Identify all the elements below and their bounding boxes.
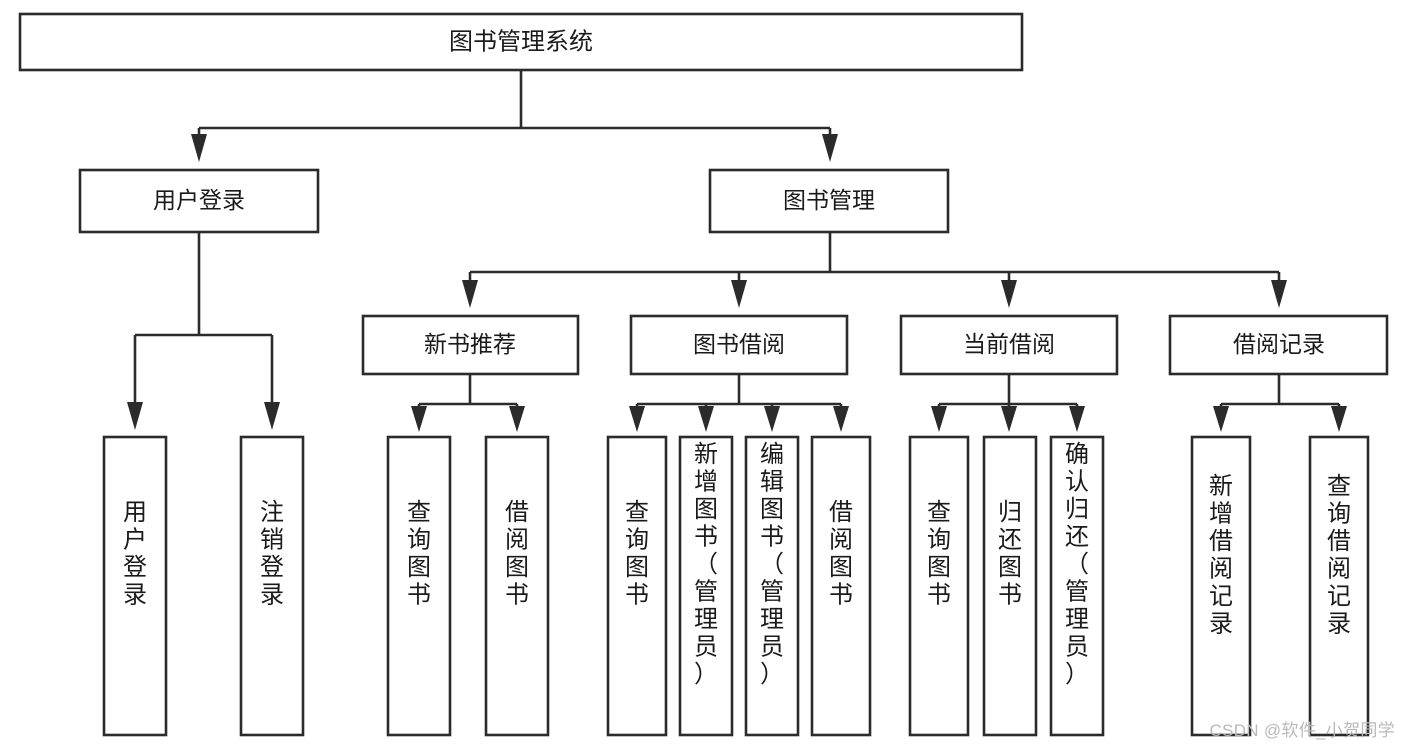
node-current-borrow[interactable]: 当前借阅	[899, 314, 1119, 376]
node-leaf-query-book-3-box[interactable]	[908, 435, 970, 737]
node-root[interactable]: 图书管理系统	[18, 12, 1024, 72]
csdn-watermark: CSDN @软件_小贺同学	[1209, 721, 1395, 740]
node-book-borrow-label: 图书借阅	[693, 331, 785, 357]
node-leaf-add-book-box[interactable]	[678, 435, 734, 737]
node-leaf-return-book-box[interactable]	[982, 435, 1038, 737]
arrow-icon-book-borrow-1	[629, 406, 645, 432]
node-user-login-label: 用户登录	[153, 187, 245, 213]
node-leaf-query-book-3[interactable]: 查询图书	[908, 435, 970, 737]
node-leaf-borrow-book-1-box[interactable]	[484, 435, 550, 737]
node-leaf-user-logout[interactable]: 注销登录	[239, 435, 305, 737]
node-root-box[interactable]	[18, 12, 1024, 72]
arrow-icon-book-manage-1	[462, 280, 478, 308]
node-leaf-confirm-return[interactable]: 确认归还（管理员）	[1049, 435, 1105, 737]
node-leaf-query-book-2-box[interactable]	[606, 435, 668, 737]
node-borrow-record-box[interactable]	[1168, 314, 1389, 376]
node-leaf-borrow-book-1-label: 借阅图书	[505, 499, 529, 609]
node-leaf-add-record-label: 新增借阅记录	[1209, 473, 1233, 638]
arrow-icon-user-login-1	[127, 402, 143, 430]
node-leaf-user-login-box[interactable]	[102, 435, 168, 737]
arrow-icon-current-borrow-3	[1069, 406, 1085, 432]
node-new-book-rec-box[interactable]	[361, 314, 580, 376]
leaf-nodes-group: 用户登录 注销登录 查询图书 借阅图书 查询图书 新增图书（管理员） 编辑图书（…	[102, 435, 1370, 737]
arrow-icon-book-manage-4	[1271, 280, 1287, 308]
node-leaf-return-book-label: 归还图书	[998, 499, 1022, 609]
node-book-manage[interactable]: 图书管理	[708, 168, 950, 234]
node-leaf-borrow-book-2[interactable]: 借阅图书	[810, 435, 872, 737]
node-leaf-query-book-2[interactable]: 查询图书	[606, 435, 668, 737]
node-leaf-edit-book-label: 编辑图书（管理员）	[760, 441, 784, 688]
arrow-icon-book-borrow-2	[698, 406, 714, 432]
arrow-icon-book-manage-2	[731, 280, 747, 308]
node-book-manage-box[interactable]	[708, 168, 950, 234]
node-leaf-confirm-return-box[interactable]	[1049, 435, 1105, 737]
node-leaf-add-record[interactable]: 新增借阅记录	[1190, 435, 1252, 737]
node-leaf-confirm-return-label: 确认归还（管理员）	[1065, 441, 1089, 688]
node-leaf-borrow-book-2-box[interactable]	[810, 435, 872, 737]
node-leaf-borrow-book-2-label: 借阅图书	[829, 499, 853, 609]
node-current-borrow-label: 当前借阅	[963, 331, 1055, 357]
arrow-icon-book-borrow-3	[764, 406, 780, 432]
node-leaf-user-logout-label: 注销登录	[260, 499, 284, 609]
node-leaf-user-login-label: 用户登录	[123, 499, 147, 609]
arrow-icon-root-book-manage	[822, 134, 838, 162]
node-leaf-query-book-2-label: 查询图书	[625, 499, 649, 609]
node-leaf-user-logout-box[interactable]	[239, 435, 305, 737]
arrow-icon-borrow-record-2	[1331, 406, 1347, 432]
arrow-icon-book-manage-3	[1001, 280, 1017, 308]
node-leaf-user-login[interactable]: 用户登录	[102, 435, 168, 737]
node-new-book-rec[interactable]: 新书推荐	[361, 314, 580, 376]
node-leaf-query-record-label: 查询借阅记录	[1327, 473, 1351, 638]
arrow-icon-user-login-2	[264, 402, 280, 430]
arrow-icon-borrow-record-1	[1213, 406, 1229, 432]
node-leaf-add-book[interactable]: 新增图书（管理员）	[678, 435, 734, 737]
node-borrow-record-label: 借阅记录	[1233, 331, 1325, 357]
arrow-icon-root-user-login	[191, 134, 207, 162]
node-leaf-query-book-3-label: 查询图书	[927, 499, 951, 609]
node-leaf-query-book-1-box[interactable]	[386, 435, 452, 737]
node-leaf-return-book[interactable]: 归还图书	[982, 435, 1038, 737]
node-user-login[interactable]: 用户登录	[78, 168, 320, 234]
node-new-book-rec-label: 新书推荐	[424, 331, 516, 357]
node-borrow-record[interactable]: 借阅记录	[1168, 314, 1389, 376]
arrow-icon-current-borrow-2	[1001, 406, 1017, 432]
arrow-icon-current-borrow-1	[931, 406, 947, 432]
connectors-group	[127, 70, 1347, 432]
node-leaf-query-book-1[interactable]: 查询图书	[386, 435, 452, 737]
node-root-label: 图书管理系统	[449, 28, 593, 55]
node-book-manage-label: 图书管理	[783, 187, 875, 213]
node-leaf-add-book-label: 新增图书（管理员）	[694, 441, 718, 688]
node-leaf-edit-book[interactable]: 编辑图书（管理员）	[744, 435, 800, 737]
node-leaf-add-record-box[interactable]	[1190, 435, 1252, 737]
node-leaf-edit-book-box[interactable]	[744, 435, 800, 737]
arrow-icon-new-book-rec-1	[411, 406, 427, 432]
node-user-login-box[interactable]	[78, 168, 320, 234]
node-current-borrow-box[interactable]	[899, 314, 1119, 376]
node-leaf-borrow-book-1[interactable]: 借阅图书	[484, 435, 550, 737]
arrow-icon-book-borrow-4	[833, 406, 849, 432]
node-leaf-query-record-box[interactable]	[1308, 435, 1370, 737]
node-leaf-query-record[interactable]: 查询借阅记录	[1308, 435, 1370, 737]
node-book-borrow-box[interactable]	[629, 314, 849, 376]
arrow-icon-new-book-rec-2	[509, 406, 525, 432]
node-leaf-query-book-1-label: 查询图书	[407, 499, 431, 609]
node-book-borrow[interactable]: 图书借阅	[629, 314, 849, 376]
